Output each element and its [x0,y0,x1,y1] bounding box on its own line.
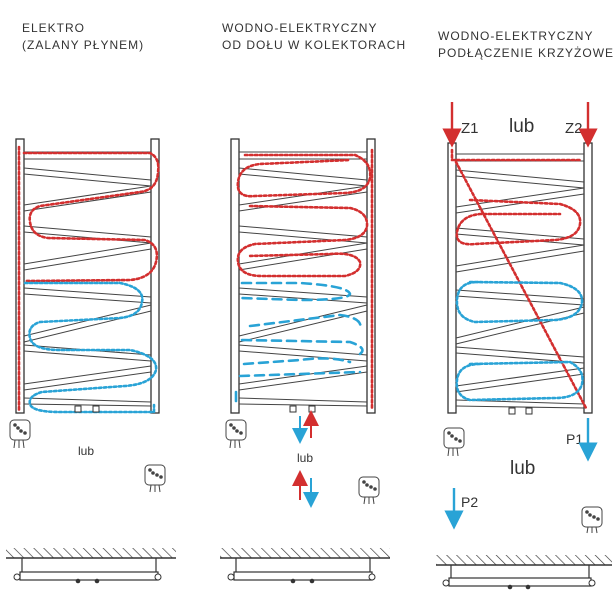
wall-hatch [220,548,390,558]
panel-2-or-label: lub [297,451,314,465]
panel-1-or-label: lub [78,444,95,458]
panel-3-title-line1: WODNO-ELEKTRYCZNY [438,29,594,43]
cold-flow-path [455,280,584,402]
left-rail [15,138,25,414]
heating-element-icon [443,427,465,457]
bottom-peg [74,405,82,413]
left-rail [447,142,457,414]
panel-3-title-line2: PODŁĄCZENIE KRZYŻOWE [438,46,615,60]
panel-2-title-line2: OD DOŁU W KOLEKTORACH [222,38,407,52]
wall-hatch [6,548,176,558]
radiator-top-view [448,577,592,587]
panel-3-or-label-top: lub [509,116,535,137]
panel-1-radiator [15,138,160,414]
heating-element-icon [581,506,603,534]
panel-2-title: WODNO-ELEKTRYCZNY OD DOŁU W KOLEKTORACH [222,20,406,54]
cold-flow-path [23,281,158,414]
radiator-top-view [19,571,159,581]
hot-flow-path [236,148,374,410]
wall-hatch [436,555,612,565]
label-z2: Z2 [565,120,583,137]
bottom-peg [289,405,297,413]
panel-1-title: ELEKTRO (ZALANY PŁYNEM) [22,20,144,54]
bottom-peg [508,407,516,415]
heating-element-icon [144,464,166,493]
panel-3-or-label-bottom: lub [510,458,536,479]
wall-view-2 [220,548,390,584]
left-rail [230,138,240,414]
wall-view-3 [436,555,612,590]
hot-flow-path [17,145,160,412]
bottom-peg [308,405,316,413]
hot-flow-path [450,148,588,410]
panel-2-title-line1: WODNO-ELEKTRYCZNY [222,21,378,35]
panel-1-title-line1: ELEKTRO [22,21,86,35]
heating-tubes [238,151,368,407]
heating-element-icon [358,476,380,505]
panel-3-radiator [447,142,593,415]
panel-3-title: WODNO-ELEKTRYCZNY PODŁĄCZENIE KRZYŻOWE [438,28,614,62]
right-rail [150,138,160,414]
bottom-peg [525,407,533,415]
panel-1-title-line2: (ZALANY PŁYNEM) [22,38,145,52]
label-p2: P2 [461,494,479,510]
right-rail [583,142,593,414]
panel-2-radiator [230,138,376,414]
label-z1: Z1 [461,120,479,137]
radiator-top-view [233,571,373,581]
heating-element-icon [225,419,247,449]
wall-view-1 [6,548,176,584]
cold-flow-path [234,281,364,408]
bottom-peg [92,405,100,413]
heating-element-icon [9,419,31,449]
